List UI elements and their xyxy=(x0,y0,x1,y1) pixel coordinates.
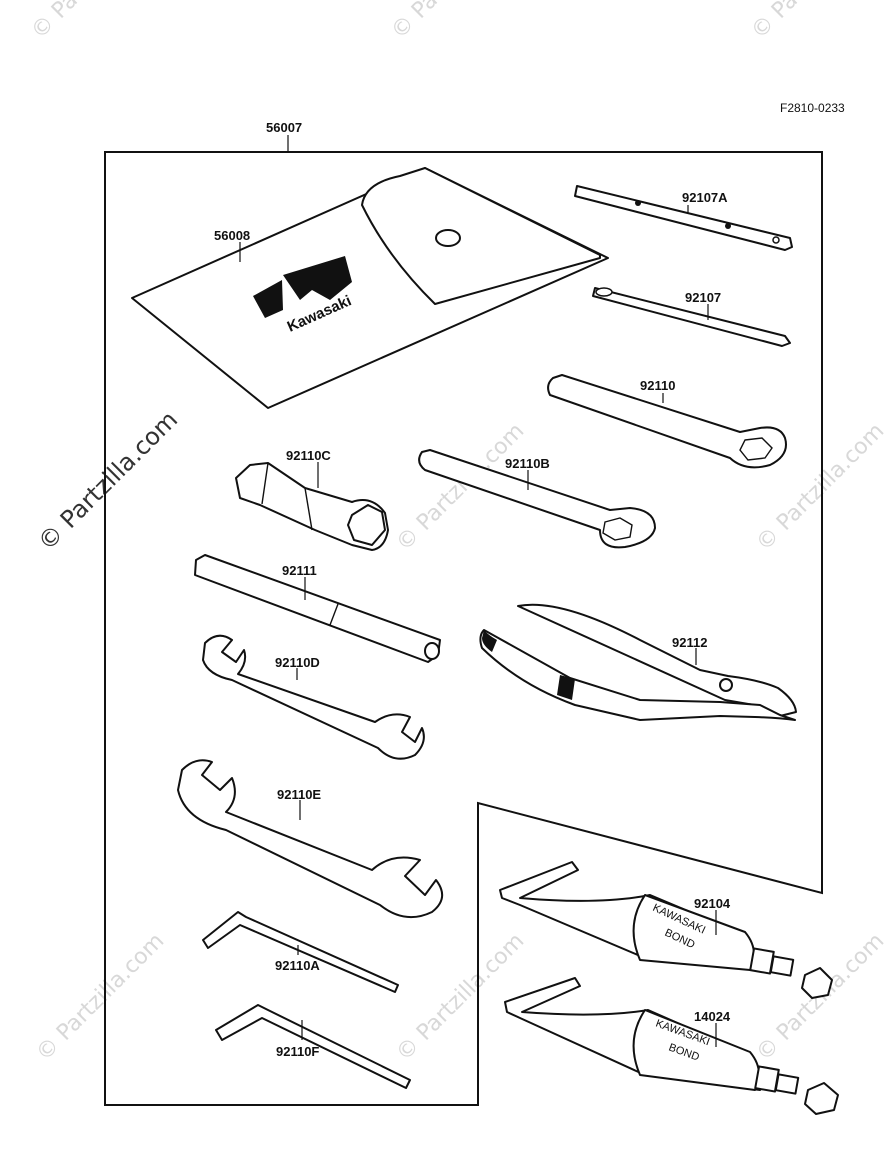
label-92110F: 92110F xyxy=(276,1044,319,1059)
label-92107: 92107 xyxy=(685,290,721,305)
watermarks: © Partzilla.com © Partzilla.com © Partzi… xyxy=(27,0,890,1066)
screwdriver xyxy=(592,287,791,347)
figure-id: F2810-0233 xyxy=(780,101,845,115)
open-wrench-e xyxy=(177,759,443,919)
label-92110: 92110 xyxy=(640,378,675,393)
hex-key-a xyxy=(202,911,399,993)
watermark-bottom-mid: © Partzilla.com xyxy=(392,929,530,1067)
handle xyxy=(194,554,441,663)
label-56008: 56008 xyxy=(214,228,250,243)
spanner xyxy=(547,374,787,469)
label-14024: 14024 xyxy=(694,1009,731,1024)
kit-outline xyxy=(104,151,823,1106)
label-92111: 92111 xyxy=(282,563,317,578)
watermark-left-dark: © Partzilla.com xyxy=(32,405,183,556)
watermark-top-left: © Partzilla.com xyxy=(27,0,165,44)
plug-wrench xyxy=(235,462,389,551)
tool-pouch: Kawasaki xyxy=(131,167,609,409)
label-92110D: 92110D xyxy=(275,655,320,670)
bond-tube: KAWASAKI BOND xyxy=(499,861,833,999)
watermark-bottom-left: © Partzilla.com xyxy=(32,929,170,1067)
label-92110A: 92110A xyxy=(275,958,320,973)
watermark-top-mid: © Partzilla.com xyxy=(387,0,525,44)
pliers xyxy=(479,603,797,721)
bond-tube-2: KAWASAKI BOND xyxy=(504,977,839,1115)
label-92104: 92104 xyxy=(694,896,731,911)
label-92110E: 92110E xyxy=(277,787,321,802)
spanner-b xyxy=(418,449,656,549)
label-92107A: 92107A xyxy=(682,190,728,205)
watermark-top-right: © Partzilla.com xyxy=(747,0,885,44)
label-92112: 92112 xyxy=(672,635,707,650)
hex-key-f xyxy=(215,1004,411,1089)
label-92110C: 92110C xyxy=(286,448,331,463)
label-92110B: 92110B xyxy=(505,456,550,471)
screwdriver-a xyxy=(574,185,793,251)
open-wrench-d xyxy=(202,634,425,760)
label-56007: 56007 xyxy=(266,120,302,135)
